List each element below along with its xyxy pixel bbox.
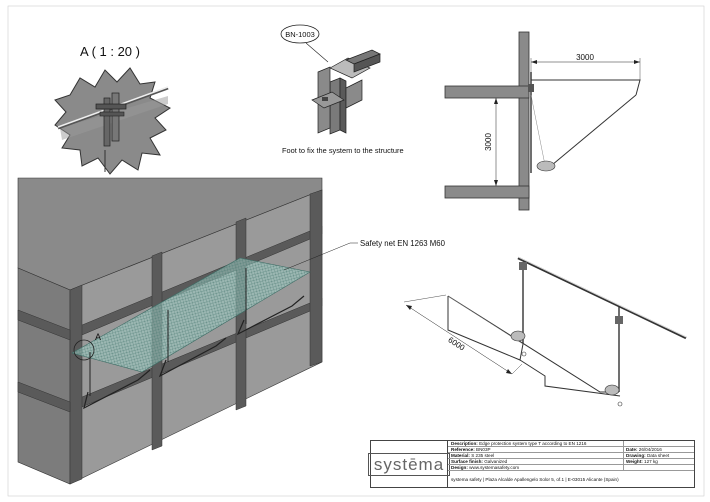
material-value: S 235 steel xyxy=(471,453,495,458)
section-height-dim: 3000 xyxy=(484,133,493,151)
detail-a-view xyxy=(54,67,171,175)
title-row-reference: Reference: BN03P Date: 26/04/2016 xyxy=(448,447,694,453)
surface-key: Surface finish: xyxy=(451,459,483,464)
design-key: Design: xyxy=(451,465,468,470)
design-link[interactable]: www.systemasafety.com xyxy=(469,465,520,470)
system-length-dim: 6000 xyxy=(446,335,466,353)
section-lower-slab xyxy=(444,185,530,199)
foot-tag-ellipse xyxy=(280,24,320,44)
date-value: 26/04/2016 xyxy=(638,447,662,452)
section-width-dim: 3000 xyxy=(576,53,594,62)
section-column xyxy=(518,31,530,211)
reference-value: BN03P xyxy=(476,447,491,452)
date-key: Date: xyxy=(626,447,638,452)
title-row-description: Description: Edge protection system type… xyxy=(448,441,694,447)
safety-net-label: Safety net EN 1263 M60 xyxy=(360,239,446,248)
surface-value: Galvanized xyxy=(484,459,508,464)
section-upper-slab xyxy=(444,85,530,99)
foot-tag-label: BN-1003 xyxy=(285,30,315,39)
drawing-value: Data sheet xyxy=(646,453,670,458)
weight-key: Weight: xyxy=(626,459,643,464)
building-perspective xyxy=(17,177,358,485)
title-block-footer: systema safety | Plaza Alcalde Apallenge… xyxy=(451,477,619,482)
description-value: Edge protection system type T according … xyxy=(479,441,587,446)
detail-a-marker-circle xyxy=(73,339,95,361)
material-key: Material: xyxy=(451,453,470,458)
title-row-surface: Surface finish: Galvanized Weight: 127 k… xyxy=(448,459,694,465)
description-key: Description: xyxy=(451,441,478,446)
building-side-face xyxy=(17,267,71,485)
foot-caption: Foot to fix the system to the structure xyxy=(282,146,404,155)
section-view xyxy=(444,31,641,211)
weight-value: 127 kg xyxy=(644,459,658,464)
drawing-key: Drawing: xyxy=(626,453,646,458)
company-logo: systēma xyxy=(367,441,451,487)
logo-text: systēma xyxy=(367,452,451,476)
foot-view xyxy=(280,24,381,135)
title-row-design: Design: www.systemasafety.com xyxy=(448,465,694,471)
title-row-material: Material: S 235 steel Drawing: Data shee… xyxy=(448,453,694,459)
detail-a-title: A ( 1 : 20 ) xyxy=(80,44,140,59)
detail-a-marker-label: A xyxy=(95,332,101,342)
system-isometric-view xyxy=(403,256,687,407)
title-block: systēma Description: Edge protection sys… xyxy=(367,440,695,488)
reference-key: Reference: xyxy=(451,447,475,452)
